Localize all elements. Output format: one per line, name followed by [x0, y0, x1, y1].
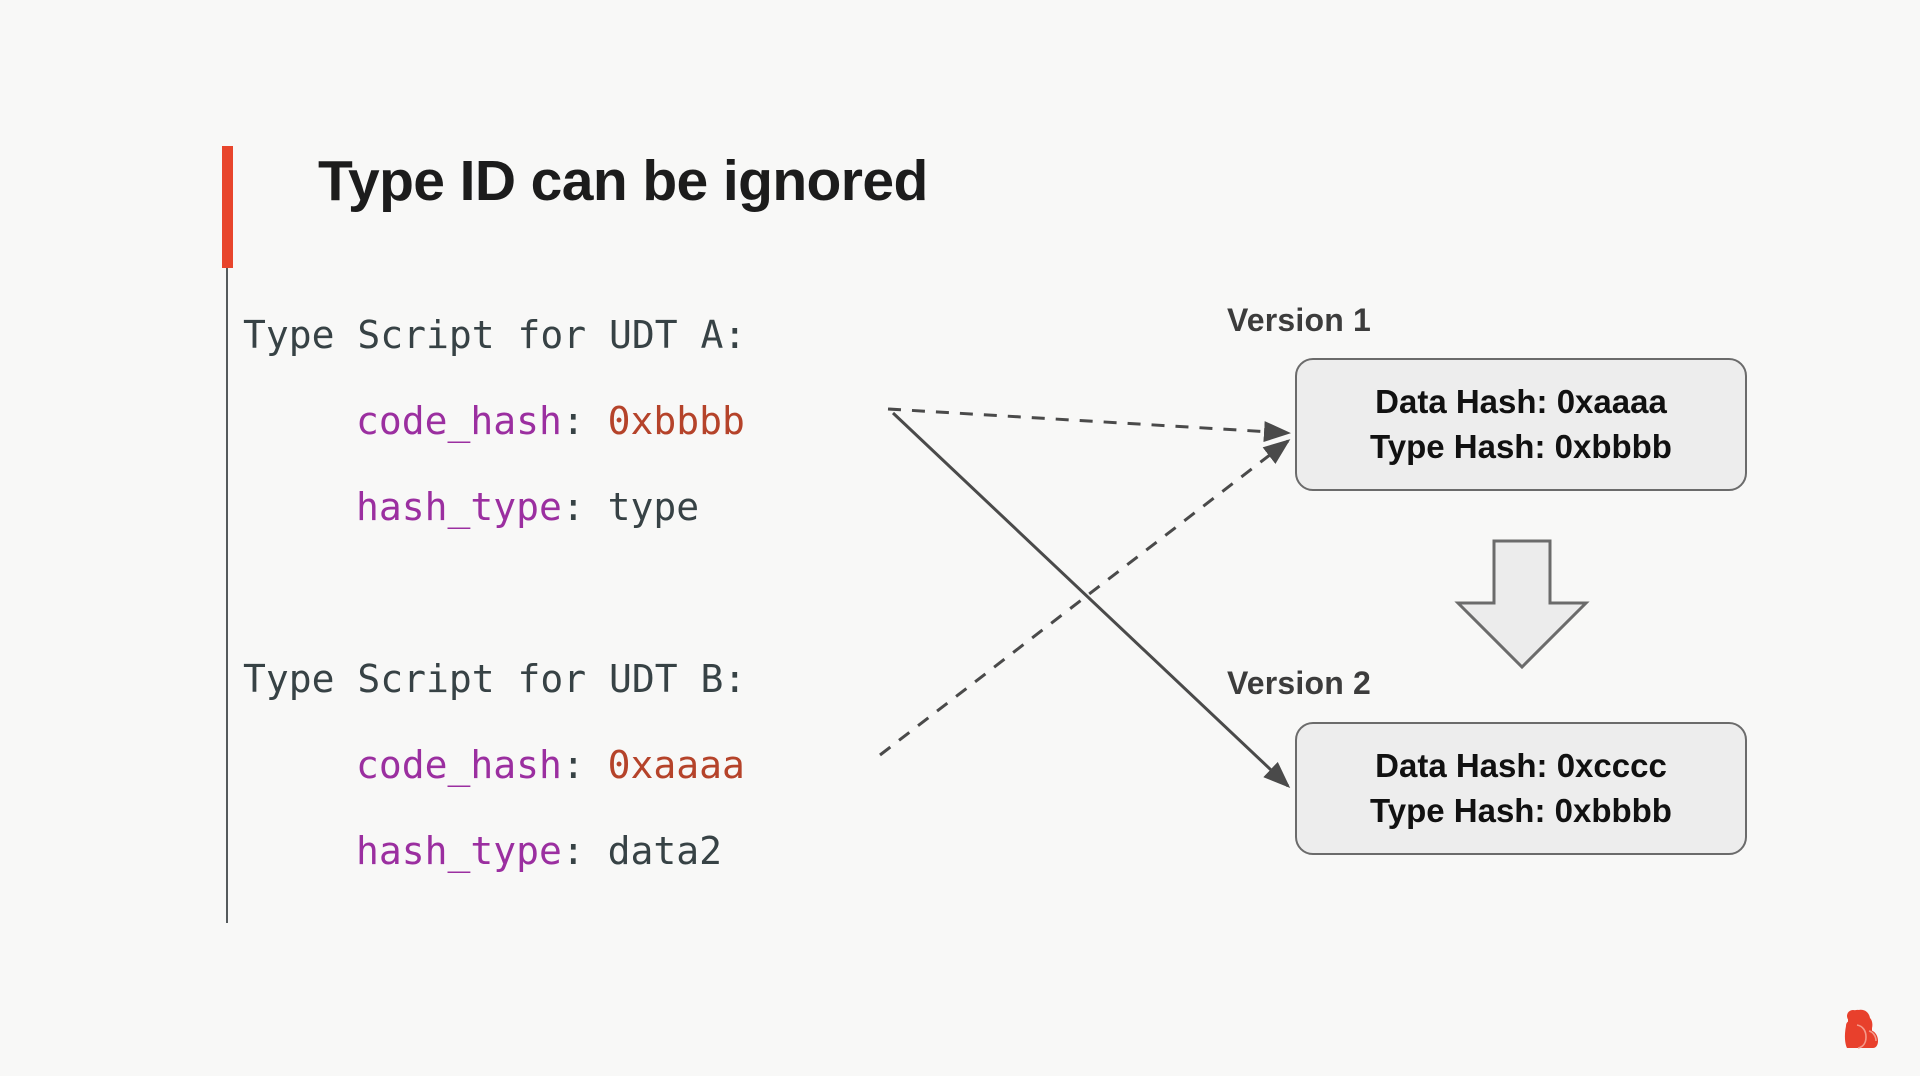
version2-box: Data Hash: 0xcccc Type Hash: 0xbbbb — [1295, 722, 1747, 855]
code-value-udt-a-hash-type: type — [607, 485, 700, 529]
version1-box: Data Hash: 0xaaaa Type Hash: 0xbbbb — [1295, 358, 1747, 491]
code-heading-udt-b: Type Script for UDT B: — [243, 636, 943, 722]
version2-data-hash: Data Hash: 0xcccc — [1375, 746, 1667, 784]
connector-udt-a-to-version2 — [891, 411, 1291, 789]
code-sep-udt-b-code-hash: : — [561, 743, 608, 787]
code-heading-udt-a: Type Script for UDT A: — [243, 292, 943, 378]
code-sep-udt-a-code-hash: : — [561, 399, 608, 443]
code-key-udt-a-hash-type: hash_type — [356, 485, 562, 529]
code-sep-udt-a-hash-type: : — [561, 485, 608, 529]
code-heading-udt-b-text: Type Script for UDT B: — [243, 657, 747, 701]
code-column: Type Script for UDT A: code_hash: 0xbbbb… — [243, 292, 943, 894]
code-key-udt-a-code-hash: code_hash — [356, 399, 562, 443]
version1-type-hash: Type Hash: 0xbbbb — [1370, 427, 1672, 465]
code-value-udt-a-code-hash: 0xbbbb — [607, 399, 745, 443]
version1-label: Version 1 — [1226, 302, 1372, 338]
version2-type-hash: Type Hash: 0xbbbb — [1370, 791, 1672, 829]
code-key-udt-b-code-hash: code_hash — [356, 743, 562, 787]
code-block-spacer — [243, 550, 943, 636]
code-line-udt-a-code-hash: code_hash: 0xbbbb — [243, 378, 943, 464]
version-transition-arrow — [1454, 539, 1590, 670]
code-value-udt-b-hash-type: data2 — [607, 829, 723, 873]
title-accent-bar — [222, 146, 233, 268]
code-heading-udt-a-text: Type Script for UDT A: — [243, 313, 747, 357]
version1-data-hash: Data Hash: 0xaaaa — [1375, 382, 1667, 420]
nervos-gorilla-logo-icon — [1844, 1009, 1878, 1049]
code-line-udt-a-hash-type: hash_type: type — [243, 464, 943, 550]
page-title: Type ID can be ignored — [318, 149, 928, 213]
code-line-udt-b-hash-type: hash_type: data2 — [243, 808, 943, 894]
code-value-udt-b-code-hash: 0xaaaa — [607, 743, 745, 787]
connector-udt-a-to-version1 — [887, 407, 1291, 443]
code-sep-udt-b-hash-type: : — [561, 829, 608, 873]
version2-label: Version 2 — [1226, 665, 1372, 701]
code-line-udt-b-code-hash: code_hash: 0xaaaa — [243, 722, 943, 808]
code-key-udt-b-hash-type: hash_type — [356, 829, 562, 873]
content-vertical-rule — [226, 268, 228, 923]
